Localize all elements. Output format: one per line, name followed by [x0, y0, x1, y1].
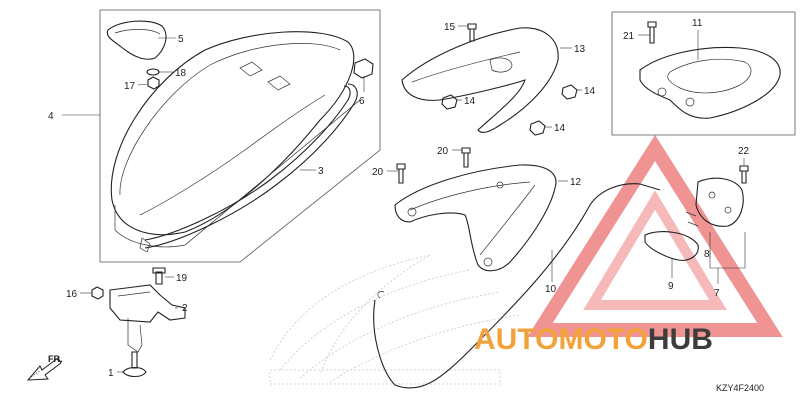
callout-19: 19 [176, 273, 188, 284]
front-direction-label: FR. [48, 354, 63, 364]
clip [441, 94, 458, 110]
diagram-code: KZY4F2400 [716, 383, 764, 393]
callout-labels: 1 2 3 4 5 6 7 8 9 10 11 12 13 14 14 14 1… [48, 18, 750, 379]
callout-6: 6 [359, 96, 365, 107]
callout-14b: 14 [584, 86, 596, 97]
callout-20a: 20 [372, 167, 384, 178]
watermark-brand: AUTOMOTOHUB [474, 323, 713, 356]
grab-rail-bolt [647, 21, 657, 44]
seat-pad [106, 20, 167, 60]
seat [110, 31, 361, 248]
grab-rail-box [611, 11, 796, 136]
front-direction-arrow-icon [26, 357, 62, 381]
callout-1: 1 [108, 368, 114, 379]
callout-9: 9 [668, 281, 674, 292]
rear-cowl [401, 27, 559, 134]
carrier-bolt [396, 163, 406, 184]
seat-hinge-bracket [109, 284, 186, 353]
callout-8: 8 [704, 249, 710, 260]
callout-16: 16 [66, 289, 78, 300]
clip [529, 120, 546, 136]
callout-12: 12 [570, 177, 582, 188]
grab-rail [639, 46, 781, 119]
callout-2: 2 [182, 303, 188, 314]
callout-21: 21 [623, 31, 635, 42]
rubber-bumper [353, 58, 374, 79]
callout-14a: 14 [464, 96, 476, 107]
callout-11: 11 [692, 18, 703, 29]
seat-lock [685, 177, 744, 227]
nut [91, 286, 104, 300]
callout-22: 22 [738, 146, 750, 157]
callout-10: 10 [545, 284, 557, 295]
automotohub-logo-mark [527, 134, 783, 337]
carrier-bolt [461, 147, 471, 168]
nut-and-washer [146, 68, 160, 90]
callout-18: 18 [175, 68, 187, 79]
seat-assembly-box [99, 9, 381, 263]
seat-gasket-strip [139, 83, 358, 253]
callout-5: 5 [178, 34, 184, 45]
callout-4: 4 [48, 111, 54, 122]
rear-carrier-frame [394, 164, 557, 272]
callout-20b: 20 [437, 146, 449, 157]
lock-lever [644, 231, 699, 261]
leader-lines [62, 25, 745, 373]
seat-lock-cable [373, 183, 661, 389]
callout-7: 7 [714, 288, 720, 299]
callout-3: 3 [318, 166, 324, 177]
callout-17: 17 [124, 81, 136, 92]
callout-15: 15 [444, 22, 456, 33]
screw [467, 23, 477, 42]
bolt [152, 267, 166, 285]
callout-13: 13 [574, 44, 586, 55]
clip [561, 84, 578, 100]
lock-bolt [739, 165, 749, 184]
honda-wing-background-logo [269, 254, 521, 385]
callout-14c: 14 [554, 123, 566, 134]
hinge-bolt [122, 351, 147, 378]
